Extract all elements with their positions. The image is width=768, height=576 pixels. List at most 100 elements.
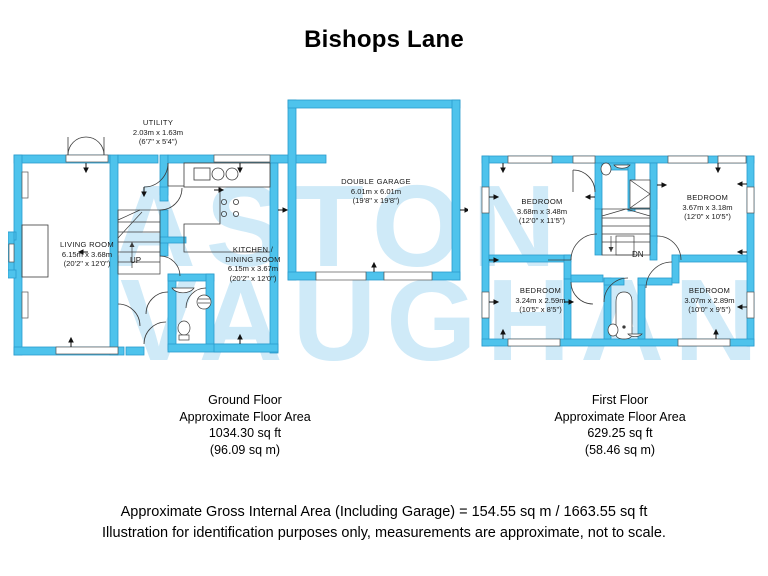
door-swing xyxy=(67,136,87,156)
window xyxy=(572,155,596,164)
ground-floor-name: Ground Floor xyxy=(208,393,282,407)
dimension-arrows xyxy=(489,163,747,339)
wall xyxy=(117,154,159,164)
bay-feature xyxy=(21,224,49,278)
illustration-disclaimer-text: Illustration for identification purposes… xyxy=(102,525,666,541)
door-swing xyxy=(159,255,181,277)
counter-run xyxy=(183,162,271,188)
room-metric: 3.07m x 2.89m xyxy=(684,295,735,305)
wall xyxy=(671,254,680,284)
room-name: BEDROOM xyxy=(686,193,729,202)
wall xyxy=(167,154,217,164)
wall xyxy=(451,99,461,281)
window xyxy=(213,154,271,163)
room-label-utility: UTILITY 2.03m x 1.63m (6'7" x 5'4") xyxy=(108,118,208,147)
ground-floor-area-label: Approximate Floor Area xyxy=(179,409,311,424)
bath-plug-icon xyxy=(622,325,626,329)
staircase xyxy=(601,208,651,256)
door-swing-group xyxy=(548,169,682,305)
stair-direction-up-label: UP xyxy=(130,256,142,265)
window-group xyxy=(481,155,755,347)
window xyxy=(21,291,29,319)
wall xyxy=(594,208,603,256)
door-swing xyxy=(185,287,207,309)
window xyxy=(717,155,747,164)
toilet-cistern-icon xyxy=(178,334,190,341)
room-label-bedroom-2: BEDROOM 3.67m x 3.18m (12'0" x 10'5") xyxy=(660,193,755,222)
ensuite-fixtures xyxy=(600,162,651,209)
room-name: BEDROOM xyxy=(521,197,563,206)
shower-symbol xyxy=(629,179,651,209)
room-imperial: (20'2" x 12'0") xyxy=(63,259,111,269)
boiler-icon xyxy=(196,294,212,310)
room-imperial: (10'5" x 8'5") xyxy=(519,305,562,315)
staircase xyxy=(117,209,161,275)
room-label-double-garage: DOUBLE GARAGE 6.01m x 6.01m (19'8" x 19'… xyxy=(320,177,432,206)
stair-landing xyxy=(615,235,635,256)
stair-winder xyxy=(601,208,627,217)
first-floor-caption: First Floor Approximate Floor Area 629.2… xyxy=(485,392,755,458)
wall xyxy=(431,271,461,281)
basin-icon xyxy=(171,287,195,294)
wall xyxy=(671,254,748,263)
page-title: Bishops Lane xyxy=(304,26,464,53)
room-name: LIVING ROOM xyxy=(60,240,114,249)
room-name: BEDROOM xyxy=(688,286,731,295)
basin-icon xyxy=(613,164,631,169)
wall xyxy=(205,273,215,351)
window xyxy=(667,155,709,164)
window xyxy=(21,171,29,199)
room-name-line-1: KITCHEN / xyxy=(232,245,274,254)
wall xyxy=(365,271,385,281)
room-metric: 6.01m x 6.01m xyxy=(350,186,402,196)
toilet-icon xyxy=(600,162,612,176)
room-label-living-room: LIVING ROOM 6.15m x 3.68m (20'2" x 12'0"… xyxy=(32,240,142,269)
stair-winder xyxy=(117,209,141,221)
kitchen-units xyxy=(167,162,271,253)
wall xyxy=(649,162,658,244)
room-label-bedroom-3: BEDROOM 3.24m x 2.59m (10'5" x 8'5") xyxy=(493,286,588,315)
wall xyxy=(637,277,646,340)
room-imperial: (19'8" x 19'8") xyxy=(352,196,400,206)
hob-icon xyxy=(220,199,239,218)
garage-door xyxy=(315,271,367,281)
room-name-line-2: DINING ROOM xyxy=(225,254,281,264)
door-swing xyxy=(117,303,141,327)
wc-fixtures xyxy=(171,287,212,341)
toilet-icon xyxy=(607,323,619,337)
window xyxy=(507,155,553,164)
ground-floor-drawing xyxy=(8,99,468,356)
room-metric: 3.24m x 2.59m xyxy=(515,295,566,305)
wall xyxy=(13,154,23,356)
wall xyxy=(637,277,673,286)
window xyxy=(746,291,755,319)
stair-arrow-head xyxy=(608,247,614,252)
window-group xyxy=(8,154,433,355)
window xyxy=(746,186,755,214)
stair-direction-down-label: DN xyxy=(632,250,644,259)
room-metric: 3.68m x 3.48m xyxy=(516,206,568,216)
room-name: UTILITY xyxy=(142,118,174,127)
window xyxy=(8,243,15,263)
window xyxy=(507,338,561,347)
room-label-bedroom-1: BEDROOM 3.68m x 3.48m (12'0" x 11'5") xyxy=(492,197,592,226)
door-swing xyxy=(145,291,169,315)
sink-bowl-icon xyxy=(211,167,225,181)
room-name: DOUBLE GARAGE xyxy=(341,177,411,186)
room-imperial: (20'2" x 12'0") xyxy=(229,273,277,283)
sink-bowl-icon xyxy=(225,167,239,181)
window xyxy=(481,186,490,214)
worktop-line xyxy=(167,163,270,253)
wall xyxy=(159,236,187,244)
room-imperial: (12'0" x 10'5") xyxy=(684,212,731,222)
room-imperial: (6'7" x 5'4") xyxy=(138,137,178,147)
bath-icon xyxy=(615,291,633,340)
window xyxy=(65,154,109,163)
first-floor-drawing xyxy=(481,155,755,347)
wall xyxy=(287,99,461,109)
ground-floor-area-sqm: (96.09 sq m) xyxy=(209,442,281,457)
stair-winder xyxy=(117,211,143,239)
garage-door xyxy=(383,271,433,281)
first-floor-area-sqm: (58.46 sq m) xyxy=(584,442,656,457)
